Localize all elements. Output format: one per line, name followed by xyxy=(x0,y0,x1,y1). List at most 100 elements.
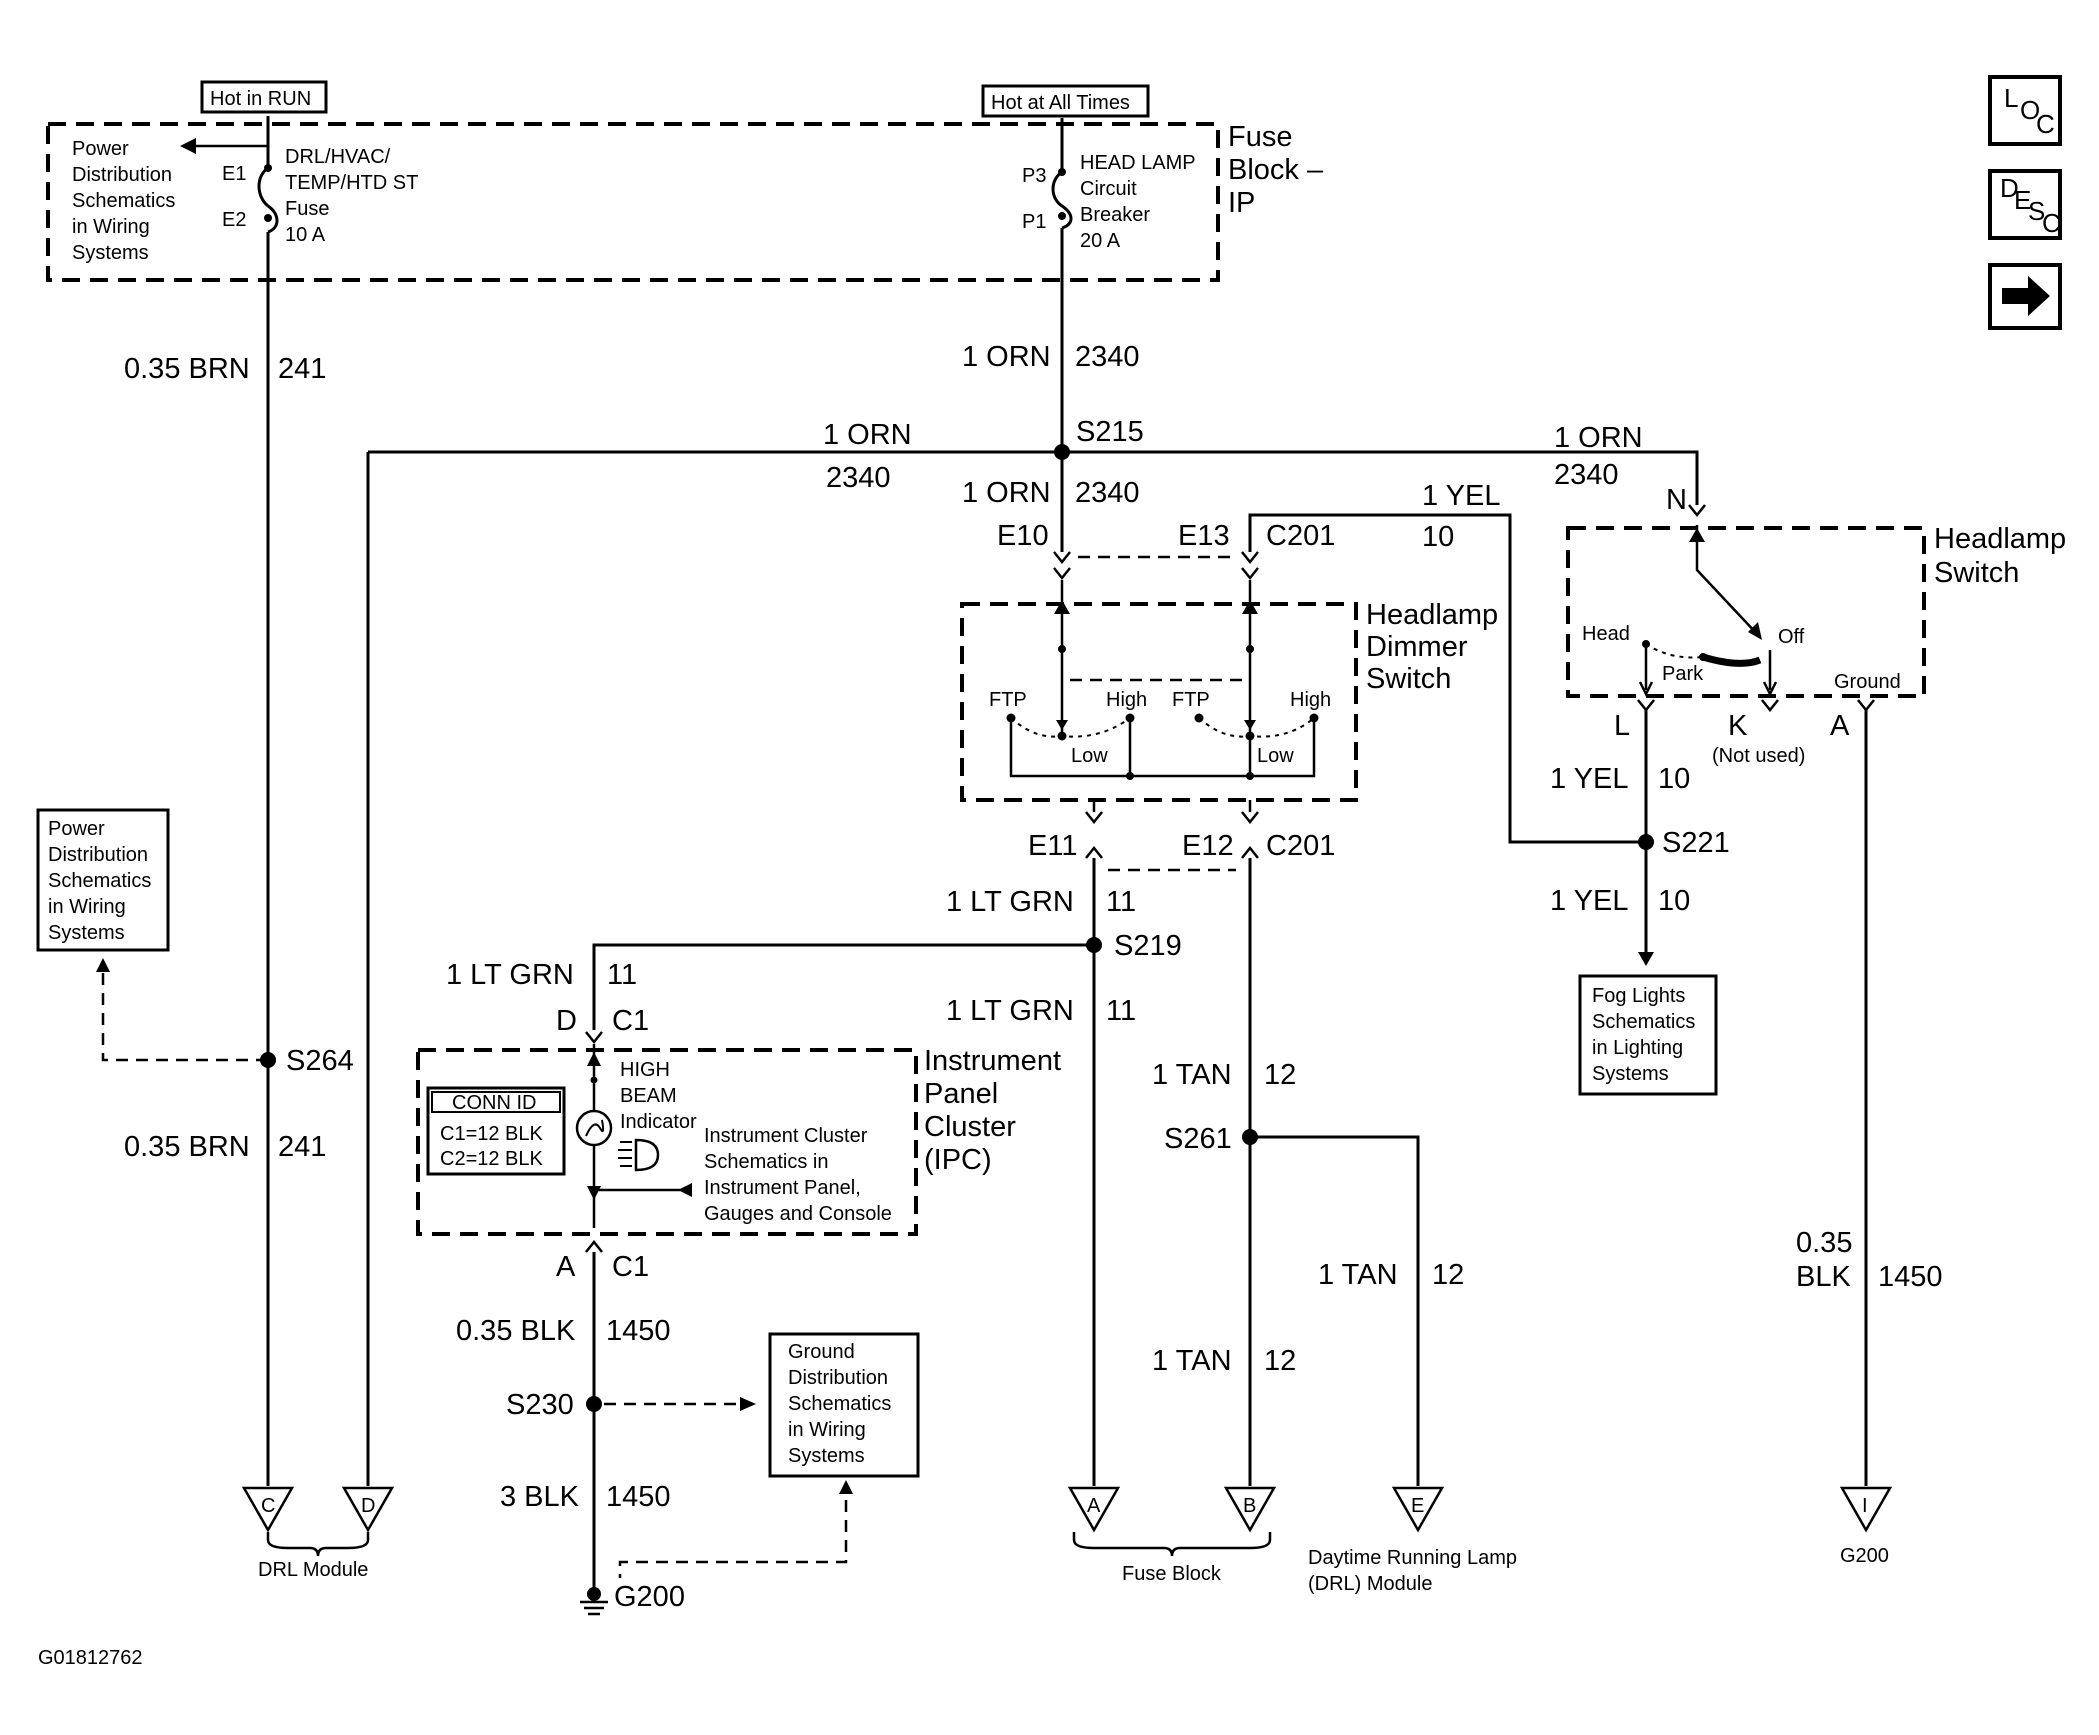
drl-lamp-label-1: Daytime Running Lamp xyxy=(1308,1547,1517,1569)
orn-right-label: 1 ORN xyxy=(1554,422,1643,454)
svg-text:Fog Lights: Fog Lights xyxy=(1592,985,1685,1007)
yel-wire-10-top xyxy=(1248,513,1640,844)
ltgrn-label-3: 1 LT GRN xyxy=(946,995,1074,1027)
svg-text:S: S xyxy=(2028,196,2045,226)
svg-text:Schematics in: Schematics in xyxy=(704,1151,829,1173)
splice-s219 xyxy=(1086,937,1102,953)
ipc-pin-d-c1: C1 xyxy=(612,1005,649,1037)
ltgrn-num-2: 11 xyxy=(607,959,637,991)
loc-button[interactable]: L O C xyxy=(1988,75,2062,146)
splice-s221-label: S221 xyxy=(1662,827,1730,859)
hot-at-all-times-tag xyxy=(981,84,1150,118)
ipc-title-1: Instrument xyxy=(924,1045,1061,1077)
svg-text:L: L xyxy=(2004,83,2018,113)
fuse-block-title-3: IP xyxy=(1228,187,1255,219)
svg-text:D: D xyxy=(361,1495,375,1517)
brn-mid-label: 0.35 BRN xyxy=(124,1131,250,1163)
wire-label-brn: 0.35 BRN xyxy=(124,353,250,385)
conn-id-c1: C1=12 BLK xyxy=(440,1123,544,1145)
orn-down-num: 2340 xyxy=(1075,477,1140,509)
blk-1-label: 0.35 BLK xyxy=(456,1315,576,1347)
orn-wire-2340-main xyxy=(1051,118,1073,552)
conn-id-c2: C2=12 BLK xyxy=(440,1148,544,1170)
svg-text:DRL/HVAC/: DRL/HVAC/ xyxy=(285,146,391,168)
connector-c201-top: C201 xyxy=(1266,520,1335,552)
splice-s264-label: S264 xyxy=(286,1045,354,1077)
pin-k-not-used: (Not used) xyxy=(1712,745,1805,767)
yel-2-label: 1 YEL xyxy=(1550,885,1628,917)
tan-label-3: 1 TAN xyxy=(1152,1345,1232,1377)
switch-pos-off: Off xyxy=(1778,626,1805,648)
indicator-label-2: BEAM xyxy=(620,1085,677,1107)
brn-mid-num: 241 xyxy=(278,1131,326,1163)
desc-button[interactable]: D E S C xyxy=(1988,169,2062,240)
blk-2-label: 3 BLK xyxy=(500,1481,580,1513)
dimmer-low-1: Low xyxy=(1071,745,1108,767)
brn-wire-241 xyxy=(257,116,279,1486)
svg-text:C: C xyxy=(2036,109,2055,139)
fuse-pin-e1: E1 xyxy=(222,163,246,185)
ground-g200-label: G200 xyxy=(614,1581,685,1613)
svg-text:Schematics: Schematics xyxy=(788,1393,891,1415)
hot-in-run-tag xyxy=(200,80,328,114)
svg-text:Distribution: Distribution xyxy=(72,164,172,186)
s264-ref-dashed xyxy=(101,970,268,1062)
blk-r-color: BLK xyxy=(1796,1261,1851,1293)
terminal-e: E xyxy=(1391,1486,1445,1533)
pin-a-switch: A xyxy=(1830,710,1850,742)
power-ref-arrowhead xyxy=(180,138,196,154)
pin-a-connector xyxy=(1857,699,1875,713)
dimmer-title-1: Headlamp xyxy=(1366,599,1498,631)
dimmer-high-1: High xyxy=(1106,689,1147,711)
dimmer-ftp-1: FTP xyxy=(989,689,1027,711)
ground-distribution-ref-text: Ground Distribution Schematics in Wiring… xyxy=(788,1341,891,1467)
svg-text:Breaker: Breaker xyxy=(1080,204,1150,226)
svg-text:Gauges and Console: Gauges and Console xyxy=(704,1203,892,1225)
dimmer-ftp-2: FTP xyxy=(1172,689,1210,711)
svg-text:D: D xyxy=(2000,173,2019,203)
conn-id-title: CONN ID xyxy=(452,1092,536,1114)
terminal-b: B xyxy=(1223,1486,1277,1533)
tan-num-3: 12 xyxy=(1264,1345,1296,1377)
splice-s215-label: S215 xyxy=(1076,416,1144,448)
power-distribution-ref-box[interactable] xyxy=(36,808,170,952)
ipc-outline xyxy=(416,1048,918,1236)
connector-e13: E13 xyxy=(1178,520,1230,552)
headlamp-switch-title-1: Headlamp xyxy=(1934,523,2066,555)
headlamp-breaker-label: HEAD LAMP Circuit Breaker 20 A xyxy=(1080,152,1196,252)
fog-lights-ref-box[interactable] xyxy=(1578,974,1718,1096)
hot-in-run-label: Hot in RUN xyxy=(210,88,311,110)
svg-text:Circuit: Circuit xyxy=(1080,178,1137,200)
tan-wire-to-drl xyxy=(1250,1135,1420,1486)
svg-text:E: E xyxy=(1411,1495,1424,1517)
svg-text:C: C xyxy=(2042,208,2061,238)
ground-ref-arrowhead xyxy=(839,1480,853,1494)
wire-label-orn: 1 ORN xyxy=(962,341,1051,373)
dimmer-low-2: Low xyxy=(1257,745,1294,767)
headlamp-switch-outline xyxy=(1566,526,1926,698)
svg-text:O: O xyxy=(2020,95,2040,125)
svg-text:in Wiring: in Wiring xyxy=(48,896,126,918)
svg-text:10 A: 10 A xyxy=(285,224,326,246)
splice-s219-label: S219 xyxy=(1114,930,1182,962)
ground-g200-icon xyxy=(580,1587,608,1616)
connector-e10: E10 xyxy=(997,520,1049,552)
splice-s264 xyxy=(260,1052,276,1068)
next-arrow-button[interactable] xyxy=(1988,263,2062,330)
svg-text:E: E xyxy=(2014,185,2031,215)
tan-num-2: 12 xyxy=(1432,1259,1464,1291)
high-beam-indicator-icon xyxy=(575,1109,660,1172)
ipc-title-3: Cluster xyxy=(924,1111,1016,1143)
connector-e12: E12 xyxy=(1182,830,1234,862)
ltgrn-label-1: 1 LT GRN xyxy=(946,886,1074,918)
pin-l: L xyxy=(1614,710,1630,742)
ground-distribution-ref-box[interactable] xyxy=(768,1332,920,1478)
svg-text:Power: Power xyxy=(72,138,129,160)
power-distribution-ref-text: Power Distribution Schematics in Wiring … xyxy=(48,818,151,944)
cluster-ref-text: Instrument Cluster Schematics in Instrum… xyxy=(704,1125,892,1225)
terminal-i: I xyxy=(1839,1486,1893,1533)
ltgrn-label-2: 1 LT GRN xyxy=(446,959,574,991)
fuse-block-bracket xyxy=(1072,1532,1272,1557)
pin-k: K xyxy=(1728,710,1748,742)
